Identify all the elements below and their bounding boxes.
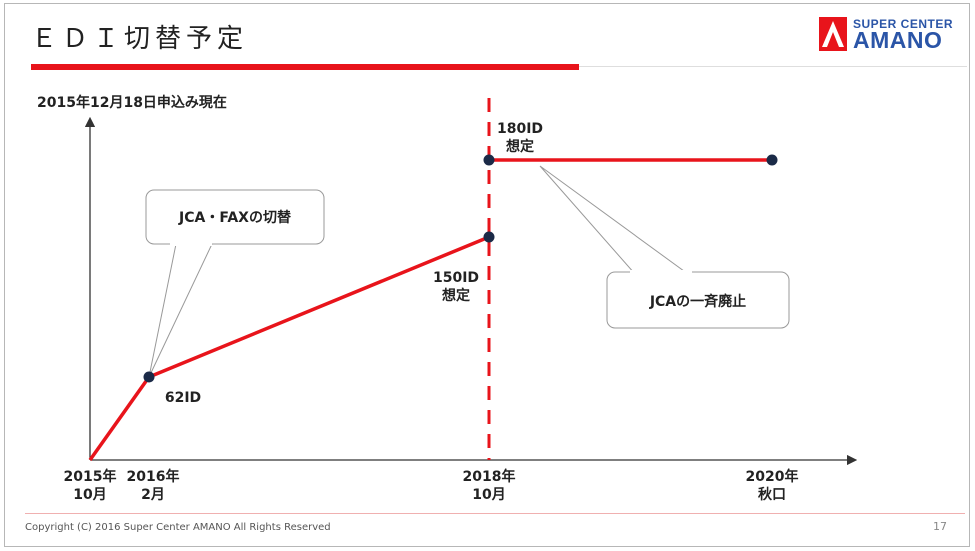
logo-text-line2: AMANO bbox=[853, 27, 943, 53]
data-point-s2-p1 bbox=[483, 154, 495, 166]
callout-text-2: JCAの一斉廃止 bbox=[649, 293, 746, 310]
series-line-1 bbox=[88, 235, 490, 462]
logo-mark-icon bbox=[819, 17, 847, 51]
data-point-s2-p2 bbox=[766, 154, 778, 166]
callout-pointer-1 bbox=[148, 243, 213, 378]
as-of-date: 2015年12月18日申込み現在 bbox=[37, 95, 227, 111]
company-logo: SUPER CENTER AMANO bbox=[819, 17, 959, 53]
callout-mask-1 bbox=[170, 242, 212, 246]
callout-box-1 bbox=[145, 189, 325, 245]
title-underline-grey bbox=[579, 66, 967, 67]
callout-pointer-2 bbox=[539, 165, 690, 275]
footer-divider bbox=[25, 513, 965, 514]
slide: ＥＤＩ切替予定 SUPER CENTER AMANO 2015年12月18日申込… bbox=[4, 3, 970, 547]
callout-text-1: JCA・FAXの切替 bbox=[178, 209, 292, 226]
logo-text-line1: SUPER CENTER bbox=[853, 17, 954, 31]
data-label-62id: 62ID bbox=[165, 390, 201, 406]
data-point-s1-p3 bbox=[483, 231, 495, 243]
x-tick-label-4: 2020年秋口 bbox=[746, 468, 799, 503]
callout-mask-2 bbox=[630, 270, 692, 274]
data-point-s1-p2 bbox=[143, 371, 155, 383]
page-number: 17 bbox=[933, 520, 947, 533]
callout-box-2 bbox=[606, 271, 790, 329]
page-title: ＥＤＩ切替予定 bbox=[31, 24, 249, 54]
title-underline-red bbox=[31, 64, 579, 70]
copyright-text: Copyright (C) 2016 Super Center AMANO Al… bbox=[25, 522, 331, 533]
